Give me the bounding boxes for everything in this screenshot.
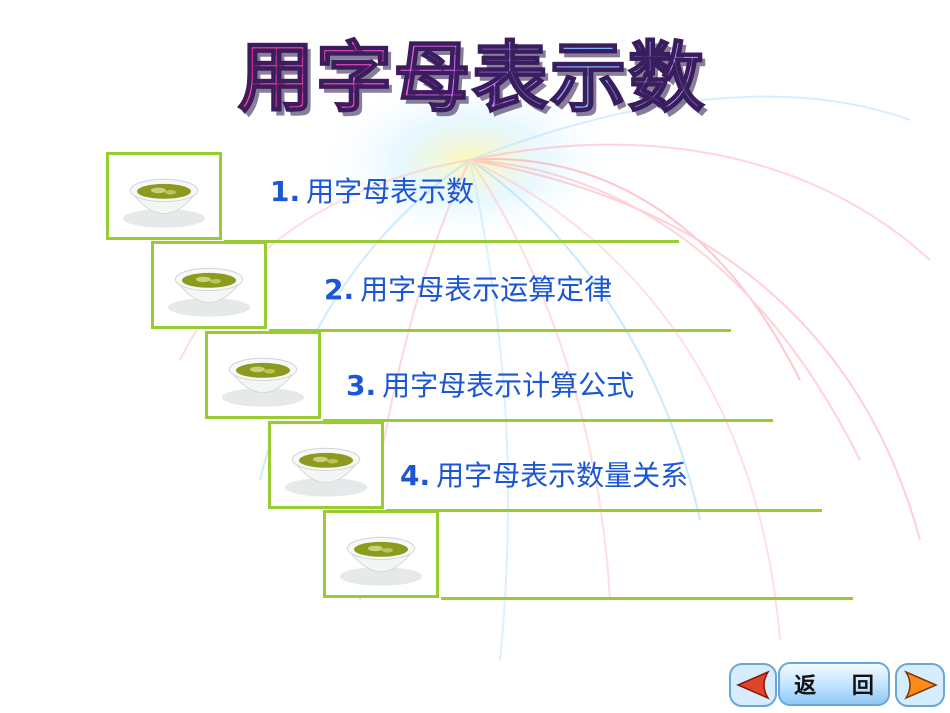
tea-cup-thumbnail [205, 331, 321, 419]
tea-cup-icon [123, 178, 205, 228]
page-title: 用字母表示数 [237, 28, 718, 128]
prev-button[interactable] [728, 662, 778, 708]
menu-item-label: 用字母表示数量关系 [436, 459, 689, 492]
tea-cup-icon [222, 357, 304, 407]
next-button[interactable] [894, 662, 946, 708]
triangle-left-icon [736, 670, 770, 700]
menu-item-label: 用字母表示运算定律 [360, 273, 613, 306]
menu-item-2[interactable]: 2.用字母表示运算定律 [324, 272, 612, 308]
triangle-right-icon [904, 670, 938, 700]
menu-item-3[interactable]: 3.用字母表示计算公式 [346, 368, 634, 404]
menu-item-number: 2. [324, 273, 355, 306]
row-underline [323, 419, 773, 422]
tea-cup-thumbnail [268, 421, 384, 509]
tea-cup-thumbnail [106, 152, 222, 240]
menu-item-number: 4. [400, 459, 431, 492]
menu-item-number: 3. [346, 369, 377, 402]
tea-cup-thumbnail [323, 510, 439, 598]
tea-cup-icon [285, 447, 367, 497]
tea-cup-icon [340, 536, 422, 586]
row-underline [386, 509, 822, 512]
tea-cup-thumbnail [151, 241, 267, 329]
menu-item-label: 用字母表示数 [306, 175, 475, 208]
row-underline [224, 240, 679, 243]
menu-item-4[interactable]: 4.用字母表示数量关系 [400, 458, 688, 494]
menu-item-1[interactable]: 1.用字母表示数 [270, 174, 474, 210]
tea-cup-icon [168, 267, 250, 317]
menu-item-number: 1. [270, 175, 301, 208]
menu-item-label: 用字母表示计算公式 [382, 369, 635, 402]
row-underline [269, 329, 731, 332]
row-underline [441, 597, 853, 600]
back-button[interactable]: 返 回 [778, 662, 890, 706]
